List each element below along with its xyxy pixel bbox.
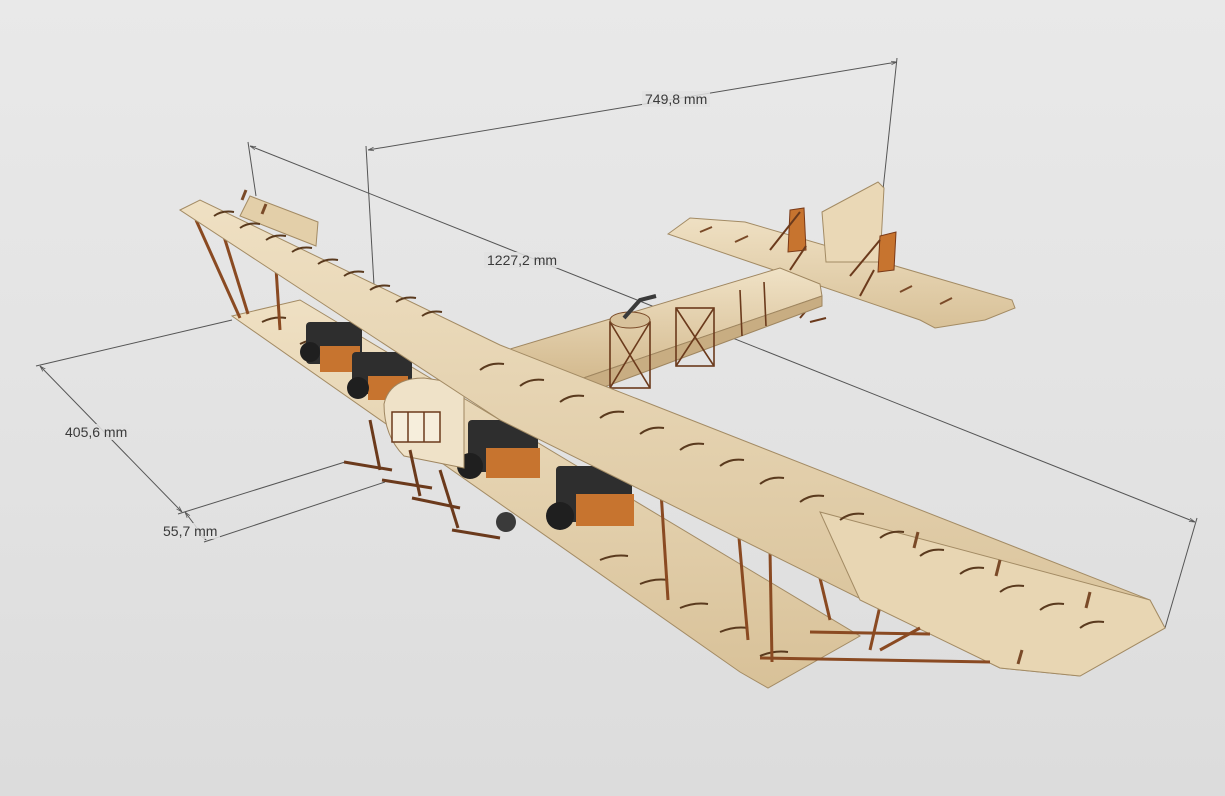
dimension-label-base: 55,7 mm	[160, 523, 221, 539]
control-horns	[240, 189, 1092, 665]
dim-ext-tail-right	[882, 57, 898, 191]
dim-line-tailplane	[368, 62, 897, 150]
landing-gear	[343, 419, 516, 540]
tail-assembly	[666, 181, 1016, 329]
engine-4	[546, 466, 634, 530]
dim-ext-span-right	[1164, 517, 1198, 629]
machine-gun-icon	[622, 294, 657, 320]
rudder	[821, 181, 885, 263]
wing-bracing-bars	[759, 626, 991, 664]
cockpit	[383, 377, 465, 469]
tailplane	[666, 217, 1016, 329]
dim-ext-height-bottom	[177, 461, 346, 515]
dimension-label-height: 405,6 mm	[62, 424, 131, 440]
engines	[300, 322, 634, 530]
dimension-label-tailplane: 749,8 mm	[642, 91, 711, 107]
tail-fin-left	[787, 207, 807, 253]
dim-ext-height-top	[35, 319, 233, 367]
upper-wing-tip-right	[819, 511, 1166, 677]
gun-ring	[609, 311, 651, 329]
engine-3	[457, 420, 540, 479]
upper-wing	[178, 189, 1166, 677]
upper-wing-ribs	[213, 210, 1105, 629]
dim-ext-base-bottom	[203, 481, 386, 543]
dim-ext-span-left	[247, 141, 257, 197]
fuselage-bracing	[609, 281, 767, 389]
dimension-label-wingspan: 1227,2 mm	[484, 252, 561, 268]
aileron-left	[239, 195, 319, 247]
lower-wing-ribs	[261, 316, 789, 657]
tail-fin-right	[877, 231, 897, 273]
fuselage	[498, 267, 823, 397]
wheel-icon	[496, 512, 516, 532]
cockpit-windows	[391, 411, 441, 443]
